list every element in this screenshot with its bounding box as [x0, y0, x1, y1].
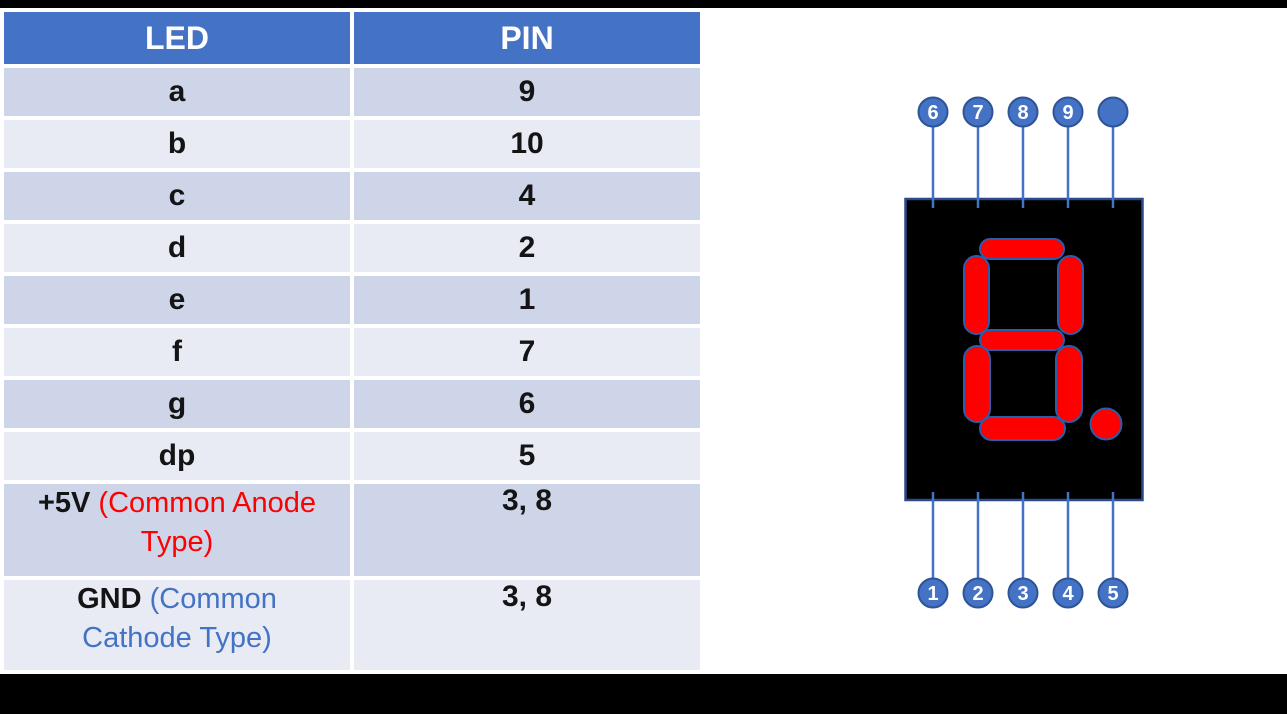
pin-cell: 6 — [354, 380, 700, 428]
anode-label: +5V — [37, 487, 91, 519]
pin-cell: 9 — [354, 68, 700, 116]
pin-number: 6 — [927, 102, 938, 124]
cathode-note-part2: Cathode Type) — [82, 622, 272, 654]
segment-a-top — [979, 238, 1065, 260]
led-cell: a — [4, 68, 350, 116]
top-letterbox-bar — [0, 0, 1287, 8]
pin-circle-6 — [917, 96, 949, 128]
bottom-pin-row: 1 2 3 4 5 — [917, 577, 1129, 609]
pin-cell: 3, 8 — [354, 580, 700, 670]
pin-cell: 1 — [354, 276, 700, 324]
anode-line1: +5V (Common Anode — [4, 484, 350, 523]
pin-circle-blank — [1097, 96, 1129, 128]
led-cell: d — [4, 224, 350, 272]
pin-number: 8 — [1017, 102, 1028, 124]
table-row-common-anode: +5V (Common Anode Type) 3, 8 — [4, 484, 700, 576]
pin-circle-8 — [1007, 96, 1039, 128]
table-row: a 9 — [4, 68, 700, 116]
pin-circle-9 — [1052, 96, 1084, 128]
led-cell: dp — [4, 432, 350, 480]
table-row: b 10 — [4, 120, 700, 168]
table-row: c 4 — [4, 172, 700, 220]
pin-cell: 10 — [354, 120, 700, 168]
pin-cell: 4 — [354, 172, 700, 220]
led-cell: GND (Common Cathode Type) — [4, 580, 350, 670]
pin-circle-4 — [1052, 577, 1084, 609]
pin-number: 7 — [972, 102, 983, 124]
pin-number: 1 — [927, 583, 938, 605]
led-cell: b — [4, 120, 350, 168]
pin-number: 9 — [1062, 102, 1073, 124]
led-cell: c — [4, 172, 350, 220]
table-row: f 7 — [4, 328, 700, 376]
pin-number: 2 — [972, 583, 983, 605]
led-cell: +5V (Common Anode Type) — [4, 484, 350, 576]
led-cell: f — [4, 328, 350, 376]
led-cell: e — [4, 276, 350, 324]
segment-e-bottom-left — [963, 345, 991, 423]
segment-dp-decimal-point — [1089, 407, 1123, 441]
table-row-common-cathode: GND (Common Cathode Type) 3, 8 — [4, 580, 700, 670]
segment-b-top-right — [1057, 255, 1084, 335]
table-row: d 2 — [4, 224, 700, 272]
cathode-note-part1: (Common — [149, 583, 277, 615]
led-cell: g — [4, 380, 350, 428]
cathode-line1: GND (Common — [4, 580, 350, 619]
segment-c-bottom-right — [1055, 345, 1083, 423]
pin-circle-1 — [917, 577, 949, 609]
pin-number: 4 — [1062, 583, 1074, 605]
header-pin: PIN — [354, 12, 700, 64]
segment-d-bottom — [979, 416, 1066, 441]
pin-circle-2 — [962, 577, 994, 609]
pin-cell: 2 — [354, 224, 700, 272]
pin-circle-5 — [1097, 577, 1129, 609]
cathode-label: GND — [77, 583, 142, 615]
pin-cell: 7 — [354, 328, 700, 376]
pin-cell: 5 — [354, 432, 700, 480]
segment-g-middle — [979, 329, 1065, 351]
anode-note-part2: Type) — [140, 526, 214, 558]
bottom-letterbox-bar — [0, 674, 1287, 714]
table-row: g 6 — [4, 380, 700, 428]
pin-number: 5 — [1107, 583, 1118, 605]
table-row: e 1 — [4, 276, 700, 324]
segment-f-top-left — [963, 255, 990, 335]
pin-circle-3 — [1007, 577, 1039, 609]
led-pin-table: LED PIN a 9 b 10 c 4 d 2 e 1 — [0, 8, 704, 674]
top-pin-row: 6 7 8 9 — [917, 96, 1129, 128]
pin-circle-7 — [962, 96, 994, 128]
pin-cell: 3, 8 — [354, 484, 700, 576]
header-led: LED — [4, 12, 350, 64]
table-header-row: LED PIN — [4, 12, 700, 64]
table-row: dp 5 — [4, 432, 700, 480]
seven-segment-display-diagram: 6 7 8 9 1 2 3 4 5 — [904, 96, 1144, 609]
anode-note-part1: (Common Anode — [98, 487, 317, 519]
pin-number: 3 — [1017, 583, 1028, 605]
